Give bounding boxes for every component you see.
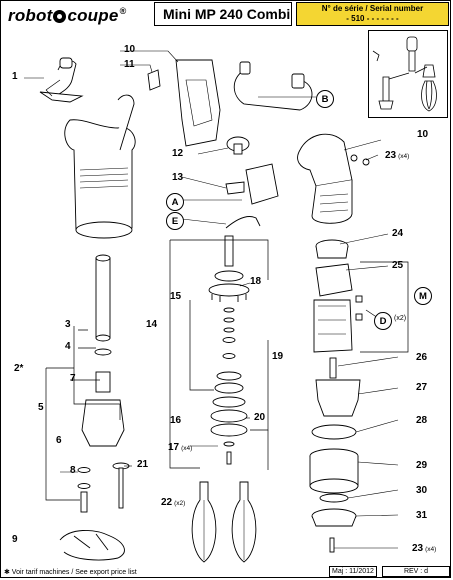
callout-29: 29: [416, 460, 428, 471]
callout-12: 12: [172, 148, 184, 159]
callout-21: 21: [137, 459, 149, 470]
callout-11: 11: [124, 59, 135, 70]
letter-e-badge: E: [166, 212, 184, 230]
callout-23-upper: 23(x4): [385, 150, 410, 161]
callout-3: 3: [65, 319, 71, 330]
callout-23-lower: 23(x4): [412, 543, 437, 554]
callout-18: 18: [250, 276, 262, 287]
letter-a-badge: A: [166, 193, 184, 211]
callout-1: 1: [12, 71, 18, 82]
callout-19: 19: [272, 351, 284, 362]
callout-2: 2*: [14, 363, 24, 374]
footer-note: ✱ Voir tarif machines / See export price…: [4, 569, 137, 576]
callout-13: 13: [172, 172, 184, 183]
revision-code: REV : d: [382, 566, 450, 577]
callout-17: 17(x4): [168, 442, 193, 453]
callout-22: 22(x2): [161, 497, 186, 508]
callout-15: 15: [170, 291, 182, 302]
callout-28: 28: [416, 415, 428, 426]
serial-label: N° de série / Serial number: [321, 4, 424, 13]
model-title: Mini MP 240 Combi: [154, 2, 292, 26]
callout-8: 8: [70, 465, 76, 476]
callout-10-top: 10: [124, 44, 136, 55]
callout-9: 9: [12, 534, 18, 545]
callout-4: 4: [65, 341, 71, 352]
callout-5: 5: [38, 402, 44, 413]
letter-d-badge: D: [374, 312, 392, 330]
callout-10-right: 10: [417, 129, 429, 140]
product-thumbnail: [368, 30, 448, 118]
callout-7: 7: [70, 373, 76, 384]
callout-26: 26: [416, 352, 428, 363]
letter-b-badge: B: [316, 90, 334, 108]
callout-14: 14: [146, 319, 158, 330]
callout-27: 27: [416, 382, 428, 393]
callout-31: 31: [416, 510, 428, 521]
footer: ✱ Voir tarif machines / See export price…: [0, 566, 451, 578]
callout-d-qty: (x2): [394, 315, 407, 322]
revision-date: Maj : 11/2012: [329, 566, 377, 577]
serial-value: - 510 - - - - - - -: [346, 14, 399, 23]
callout-30: 30: [416, 485, 428, 496]
letter-m-badge: M: [414, 287, 432, 305]
callout-6: 6: [56, 435, 62, 446]
callout-16: 16: [170, 415, 182, 426]
callout-25: 25: [392, 260, 404, 271]
serial-number-box: N° de série / Serial number - 510 - - - …: [296, 2, 449, 26]
callout-20: 20: [254, 412, 266, 423]
callout-24: 24: [392, 228, 404, 239]
